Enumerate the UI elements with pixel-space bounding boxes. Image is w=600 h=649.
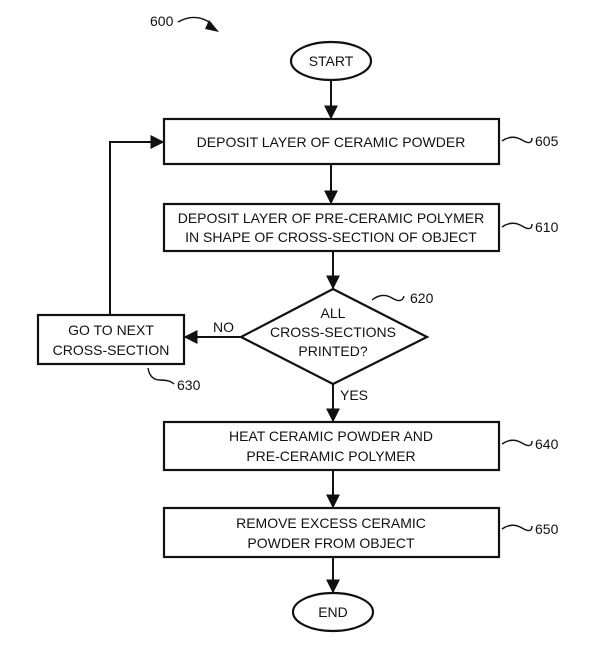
figure-ref-squiggle — [177, 16, 213, 25]
decision-620-line-3: PRINTED? — [298, 343, 367, 359]
step-630-box: GO TO NEXT CROSS-SECTION — [36, 313, 186, 366]
step-640-box: HEAT CERAMIC POWDER AND PRE-CERAMIC POLY… — [162, 420, 501, 472]
step-640-leader — [501, 439, 533, 447]
step-610-line-2: IN SHAPE OF CROSS-SECTION OF OBJECT — [185, 229, 477, 245]
step-640-line-2: PRE-CERAMIC POLYMER — [246, 448, 415, 464]
step-640-ref: 640 — [535, 436, 559, 452]
step-610-ref: 610 — [535, 219, 559, 235]
end-node: END — [291, 591, 375, 633]
step-630-ref: 630 — [177, 377, 201, 393]
decision-620-line-1: ALL — [321, 305, 346, 321]
step-605-line-1: DEPOSIT LAYER OF CERAMIC POWDER — [197, 134, 466, 150]
step-630-line-2: CROSS-SECTION — [53, 342, 170, 358]
end-label: END — [318, 604, 348, 620]
step-630-leader — [147, 367, 175, 385]
decision-620-line-2: CROSS-SECTIONS — [270, 324, 396, 340]
step-650-leader — [501, 524, 533, 532]
step-650-box: REMOVE EXCESS CERAMIC POWDER FROM OBJECT — [162, 506, 501, 559]
step-605-box: DEPOSIT LAYER OF CERAMIC POWDER — [162, 117, 501, 166]
decision-620-ref: 620 — [410, 290, 434, 306]
start-node: START — [289, 40, 373, 82]
edge-label-yes: YES — [340, 387, 368, 403]
arrow-630-loop-to-605 — [109, 135, 165, 315]
step-610-leader — [501, 222, 533, 230]
start-label: START — [309, 53, 354, 69]
step-610-line-1: DEPOSIT LAYER OF PRE-CERAMIC POLYMER — [178, 210, 485, 226]
step-610-box: DEPOSIT LAYER OF PRE-CERAMIC POLYMER IN … — [162, 202, 501, 253]
step-650-ref: 650 — [535, 521, 559, 537]
step-605-ref: 605 — [535, 133, 559, 149]
edge-label-no: NO — [213, 319, 234, 335]
figure-ref-label: 600 — [150, 13, 174, 29]
step-650-line-1: REMOVE EXCESS CERAMIC — [236, 515, 426, 531]
decision-620-diamond: ALL CROSS-SECTIONS PRINTED? — [238, 287, 430, 386]
step-630-line-1: GO TO NEXT — [68, 322, 154, 338]
step-650-line-2: POWDER FROM OBJECT — [247, 535, 415, 551]
step-605-leader — [501, 136, 533, 144]
decision-620-leader — [371, 294, 405, 302]
figure-ref-arrowhead — [205, 20, 219, 32]
step-640-line-1: HEAT CERAMIC POWDER AND — [229, 428, 433, 444]
